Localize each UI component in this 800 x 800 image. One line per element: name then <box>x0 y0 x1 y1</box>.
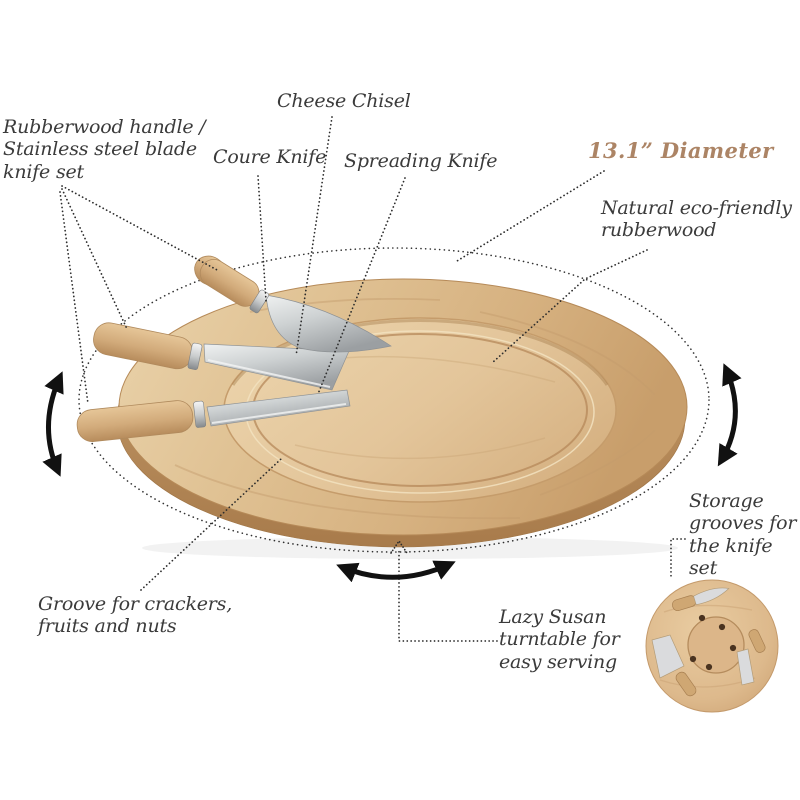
label-groove: Groove for crackers, fruits and nuts <box>38 593 233 638</box>
label-cheese-chisel: Cheese Chisel <box>277 90 411 112</box>
leader-lines <box>59 116 686 642</box>
label-material: Natural eco-friendly rubberwood <box>601 197 792 242</box>
leader-knife-set-b <box>61 188 128 330</box>
rotate-arrow-right-icon <box>717 363 742 467</box>
knife-coure <box>194 255 392 353</box>
ferrule <box>193 400 207 428</box>
leader-diameter <box>456 170 605 262</box>
inset-knife-left <box>651 634 697 697</box>
board-shadow <box>142 537 678 559</box>
leader-knife-set-a <box>61 185 220 272</box>
label-knife-set: Rubberwood handle / Stainless steel blad… <box>3 116 206 183</box>
dotted-diameter-ellipse <box>78 247 710 553</box>
leader-material <box>491 249 648 364</box>
label-coure-knife: Coure Knife <box>213 146 327 168</box>
knife-spreading <box>76 389 351 442</box>
leader-cheese-chisel <box>295 116 333 357</box>
coure-blade <box>265 294 392 353</box>
dotted-up-arrowhead-icon <box>390 539 408 554</box>
leader-groove <box>140 458 282 591</box>
inset-knife-top <box>671 587 730 612</box>
cheese-chisel-blade <box>203 343 350 391</box>
inset-knife-right <box>736 629 766 686</box>
leader-spreading-knife <box>317 177 406 395</box>
leader-coure-knife <box>257 175 267 302</box>
ferrule <box>187 342 203 370</box>
leader-storage <box>670 538 686 580</box>
rotate-arrow-left-icon <box>42 371 64 477</box>
rotate-arrow-bottom-icon <box>336 560 456 583</box>
wood-grain <box>174 297 656 520</box>
inset-holes <box>689 614 737 671</box>
blade-bevel <box>207 359 331 388</box>
label-storage: Storage grooves for the knife set <box>689 490 797 580</box>
label-lazy-susan: Lazy Susan turntable for easy serving <box>499 606 620 673</box>
knife-cheese-chisel <box>93 322 350 391</box>
rotation-arrows <box>42 363 742 583</box>
label-spreading-knife: Spreading Knife <box>344 150 498 172</box>
ferrule <box>249 289 269 314</box>
leader-knife-set-c <box>59 191 89 405</box>
inset-center-disc <box>687 616 745 674</box>
storage-inset <box>645 579 779 713</box>
spreading-handle <box>76 400 194 442</box>
blade-bevel <box>211 403 347 424</box>
label-diameter: 13.1” Diameter <box>588 138 774 163</box>
spreading-blade <box>206 389 351 427</box>
